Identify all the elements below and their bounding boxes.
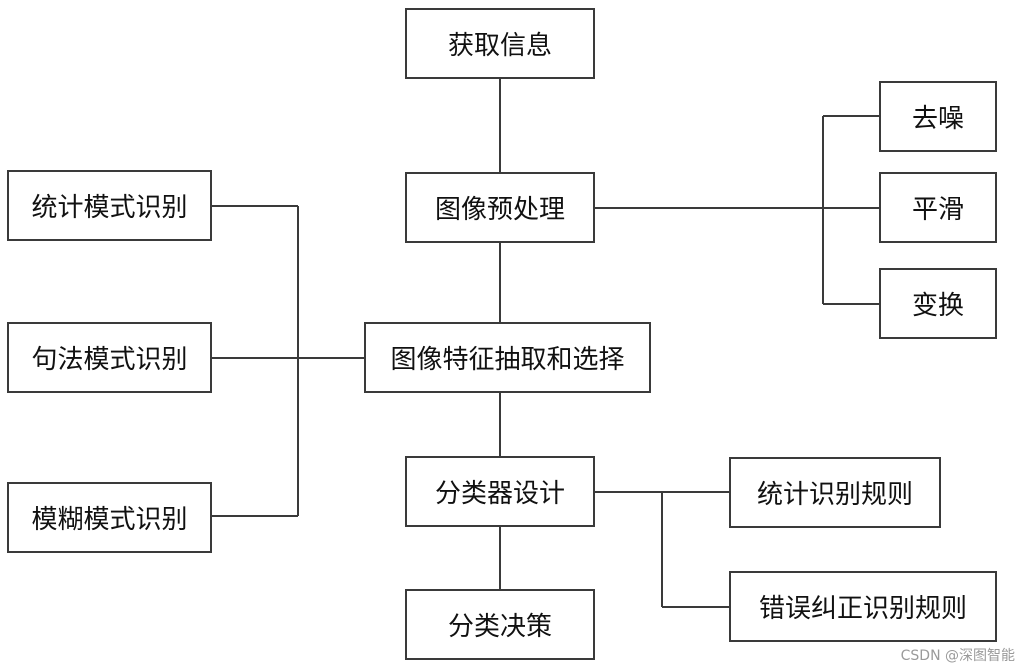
node-smooth: 平滑 — [879, 172, 997, 243]
node-denoise: 去噪 — [879, 81, 997, 152]
node-feature-extraction: 图像特征抽取和选择 — [364, 322, 651, 393]
node-image-preprocess: 图像预处理 — [405, 172, 595, 243]
watermark: CSDN @深图智能 — [900, 648, 1015, 664]
node-transform: 变换 — [879, 268, 997, 339]
node-statistical-pattern: 统计模式识别 — [7, 170, 212, 241]
node-acquire-info: 获取信息 — [405, 8, 595, 79]
node-classification-decision: 分类决策 — [405, 589, 595, 660]
node-error-correction-rule: 错误纠正识别规则 — [729, 571, 997, 642]
node-classifier-design: 分类器设计 — [405, 456, 595, 527]
node-fuzzy-pattern: 模糊模式识别 — [7, 482, 212, 553]
node-statistical-rule: 统计识别规则 — [729, 457, 941, 528]
node-syntactic-pattern: 句法模式识别 — [7, 322, 212, 393]
